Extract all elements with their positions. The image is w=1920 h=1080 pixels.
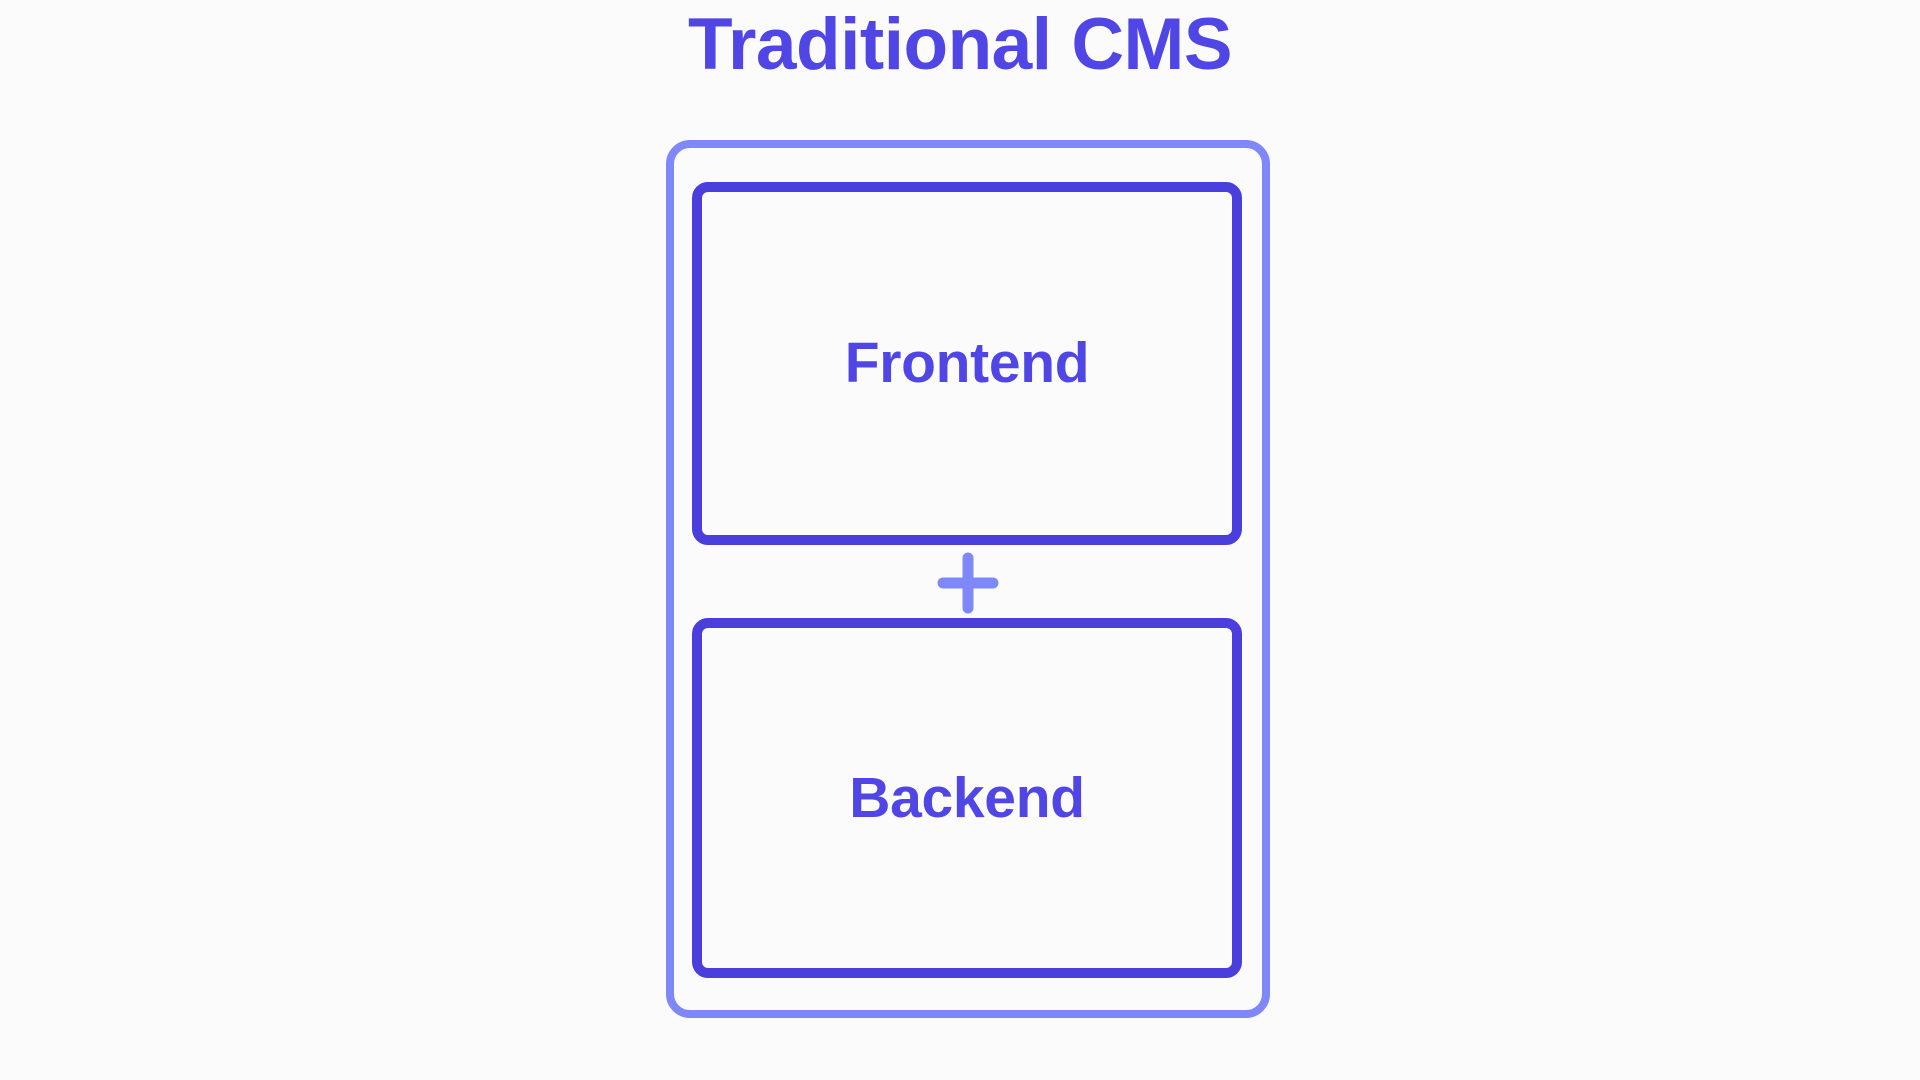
backend-layer-label: Backend [849,765,1085,830]
frontend-layer-box[interactable]: Frontend [692,182,1242,545]
traditional-cms-container: Frontend Backend [666,140,1270,1018]
plus-icon [937,552,999,614]
frontend-layer-label: Frontend [844,331,1090,395]
backend-layer-box[interactable]: Backend [692,618,1242,978]
page-title: Traditional CMS [687,4,1233,85]
